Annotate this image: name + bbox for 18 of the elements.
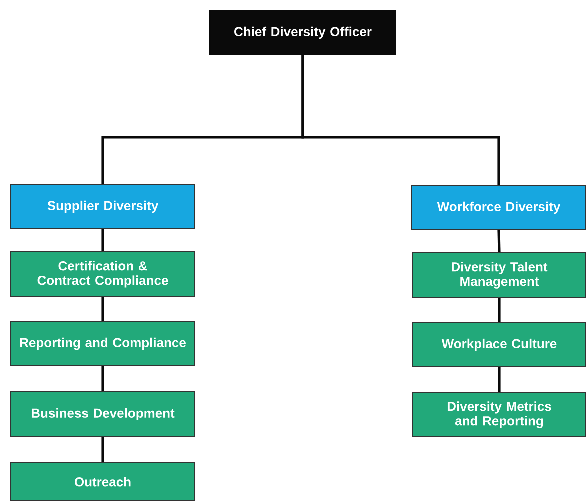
connector-line [102, 230, 104, 252]
connector-line [102, 366, 104, 392]
connector-line [498, 368, 501, 392]
chief-box: Chief Diversity Officer [210, 10, 396, 56]
connector-line [102, 438, 104, 462]
unit-box: Diversity Talent Management [412, 252, 586, 298]
department-box: Workforce Diversity [412, 186, 586, 230]
unit-box: Workplace Culture [412, 322, 586, 368]
unit-box: Certification & Contract Compliance [10, 252, 196, 298]
department-box: Supplier Diversity [10, 184, 196, 230]
connector-line [302, 56, 500, 186]
connector-line [498, 230, 501, 253]
connector-line [102, 298, 104, 322]
connector-line [498, 298, 501, 322]
unit-box: Diversity Metrics and Reporting [412, 392, 586, 438]
unit-box: Business Development [10, 392, 196, 438]
unit-box: Outreach [10, 462, 196, 502]
unit-box: Reporting and Compliance [10, 322, 196, 366]
